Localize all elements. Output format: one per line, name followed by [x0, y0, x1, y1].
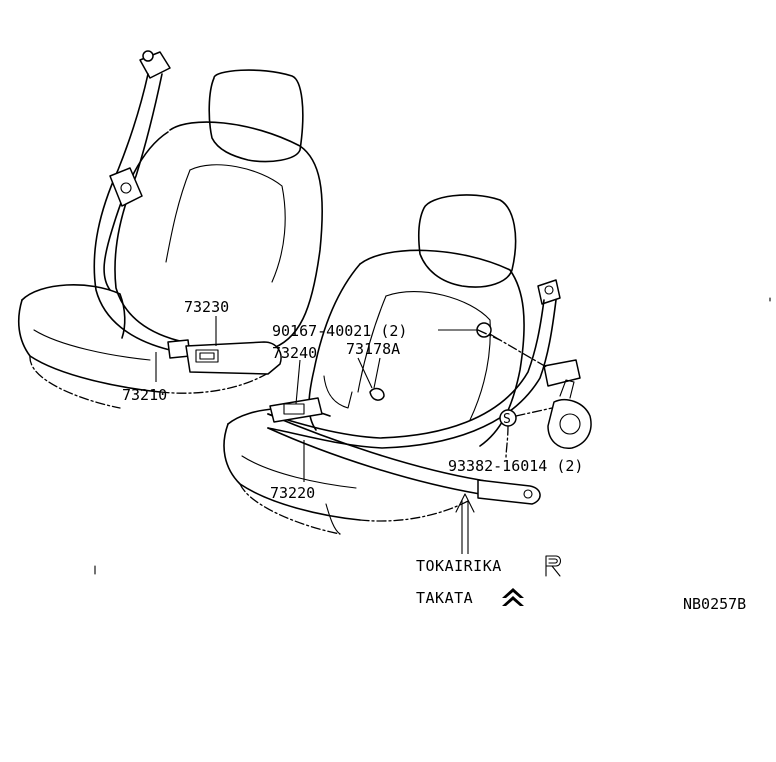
left-seat-belt: [93, 50, 282, 375]
part-label-73230: 73230: [184, 298, 229, 316]
part-label-73178a: 73178A: [346, 340, 400, 358]
takata-chevron-icon: [502, 588, 524, 606]
part-label-73240: 73240: [272, 344, 317, 362]
manufacturer-takata: TAKATA: [416, 589, 473, 607]
part-label-93382: 93382-16014 (2): [448, 457, 583, 475]
letter-r-outline-icon: [545, 555, 562, 577]
part-label-73220: 73220: [270, 484, 315, 502]
washer-mark: S: [503, 412, 511, 427]
part-label-90167: 90167-40021 (2): [272, 322, 407, 340]
leader-lines: [155, 316, 553, 554]
drawing-code: NB0257B: [683, 595, 746, 613]
right-seat-belt: S: [267, 279, 592, 505]
part-label-73210: 73210: [122, 386, 167, 404]
manufacturer-tokairika: TOKAIRIKA: [416, 557, 502, 575]
left-seat: [17, 69, 323, 409]
